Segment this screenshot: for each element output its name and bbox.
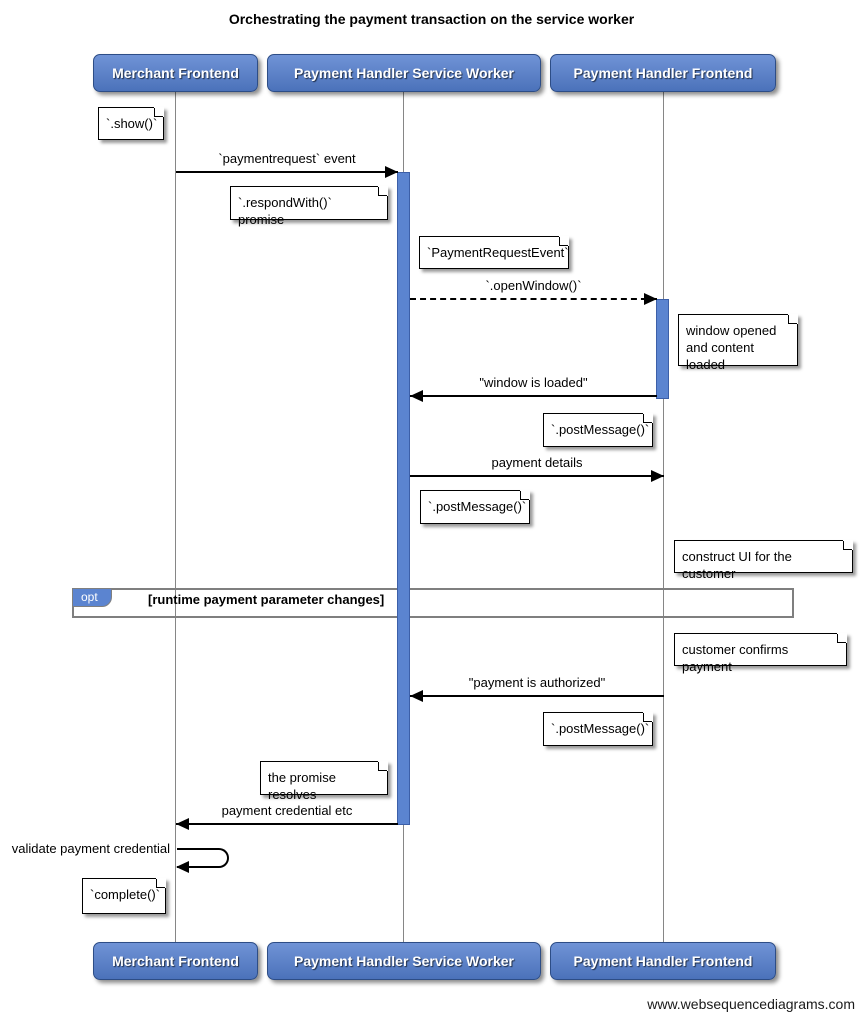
actor-label: Payment Handler Service Worker xyxy=(294,953,514,969)
message-line xyxy=(410,695,664,697)
lifeline-payment-handler-frontend xyxy=(663,92,664,942)
self-message-loop xyxy=(177,848,229,868)
self-message-label: validate payment credential xyxy=(11,841,170,856)
arrowhead-left-icon xyxy=(176,861,189,873)
message-line xyxy=(176,171,398,173)
note-postmessage-2: `.postMessage()` xyxy=(420,490,530,524)
message-line xyxy=(410,298,657,300)
actor-label: Merchant Frontend xyxy=(112,65,239,81)
note-promise-resolves: the promise resolves xyxy=(260,761,388,802)
actor-label: Payment Handler Service Worker xyxy=(294,65,514,81)
message-label: "window is loaded" xyxy=(479,375,588,390)
actor-top-payment-handler-frontend: Payment Handler Frontend xyxy=(550,54,776,92)
activation-payment-handler-frontend xyxy=(656,299,669,399)
actor-label: Payment Handler Frontend xyxy=(573,953,753,969)
message-paymentrequest-event: `paymentrequest` event xyxy=(176,147,398,178)
message-line xyxy=(410,475,664,477)
diagram-title: Orchestrating the payment transaction on… xyxy=(228,11,635,27)
arrowhead-left-icon xyxy=(410,390,423,402)
actor-bottom-payment-handler-frontend: Payment Handler Frontend xyxy=(550,942,776,980)
arrowhead-right-icon xyxy=(385,166,398,178)
note-show: `.show()` xyxy=(98,107,164,140)
message-payment-is-authorized: "payment is authorized" xyxy=(410,671,664,702)
lifeline-merchant-frontend xyxy=(175,92,176,942)
arrowhead-right-icon xyxy=(644,293,657,305)
message-payment-details: payment details xyxy=(410,451,664,482)
actor-bottom-merchant-frontend: Merchant Frontend xyxy=(93,942,258,980)
note-construct-ui: construct UI for the customer xyxy=(674,540,853,581)
arrowhead-left-icon xyxy=(176,818,189,830)
opt-fragment-condition: [runtime payment parameter changes] xyxy=(148,592,385,607)
actor-label: Merchant Frontend xyxy=(112,953,239,969)
note-postmessage-1: `.postMessage()` xyxy=(543,413,653,447)
message-label: `.openWindow()` xyxy=(485,278,582,293)
message-openwindow: `.openWindow()` xyxy=(410,274,657,305)
activation-service-worker xyxy=(397,172,410,825)
opt-fragment-frame: opt [runtime payment parameter changes] xyxy=(72,588,794,618)
actor-top-merchant-frontend: Merchant Frontend xyxy=(93,54,258,92)
note-paymentrequestevent: `PaymentRequestEvent` xyxy=(419,236,569,269)
note-customer-confirms: customer confirms payment xyxy=(674,633,847,674)
note-postmessage-3: `.postMessage()` xyxy=(543,712,653,746)
note-respondwith-promise: `.respondWith()` promise xyxy=(230,186,388,227)
arrowhead-left-icon xyxy=(410,690,423,702)
watermark-websequencediagrams: www.websequencediagrams.com xyxy=(647,996,855,1012)
note-complete: `complete()` xyxy=(82,878,166,914)
message-payment-credential-etc: payment credential etc xyxy=(176,799,398,830)
message-line xyxy=(176,823,398,825)
message-label: payment credential etc xyxy=(221,803,353,818)
actor-bottom-payment-handler-service-worker: Payment Handler Service Worker xyxy=(267,942,541,980)
note-window-opened: window opened and content loaded xyxy=(678,314,798,372)
message-line xyxy=(410,395,657,397)
actor-top-payment-handler-service-worker: Payment Handler Service Worker xyxy=(267,54,541,92)
opt-fragment-keyword: opt xyxy=(72,588,112,607)
arrowhead-right-icon xyxy=(651,470,664,482)
message-window-is-loaded: "window is loaded" xyxy=(410,371,657,402)
message-label: `paymentrequest` event xyxy=(218,151,356,166)
message-label: "payment is authorized" xyxy=(468,675,606,690)
message-label: payment details xyxy=(491,455,583,470)
actor-label: Payment Handler Frontend xyxy=(573,65,753,81)
